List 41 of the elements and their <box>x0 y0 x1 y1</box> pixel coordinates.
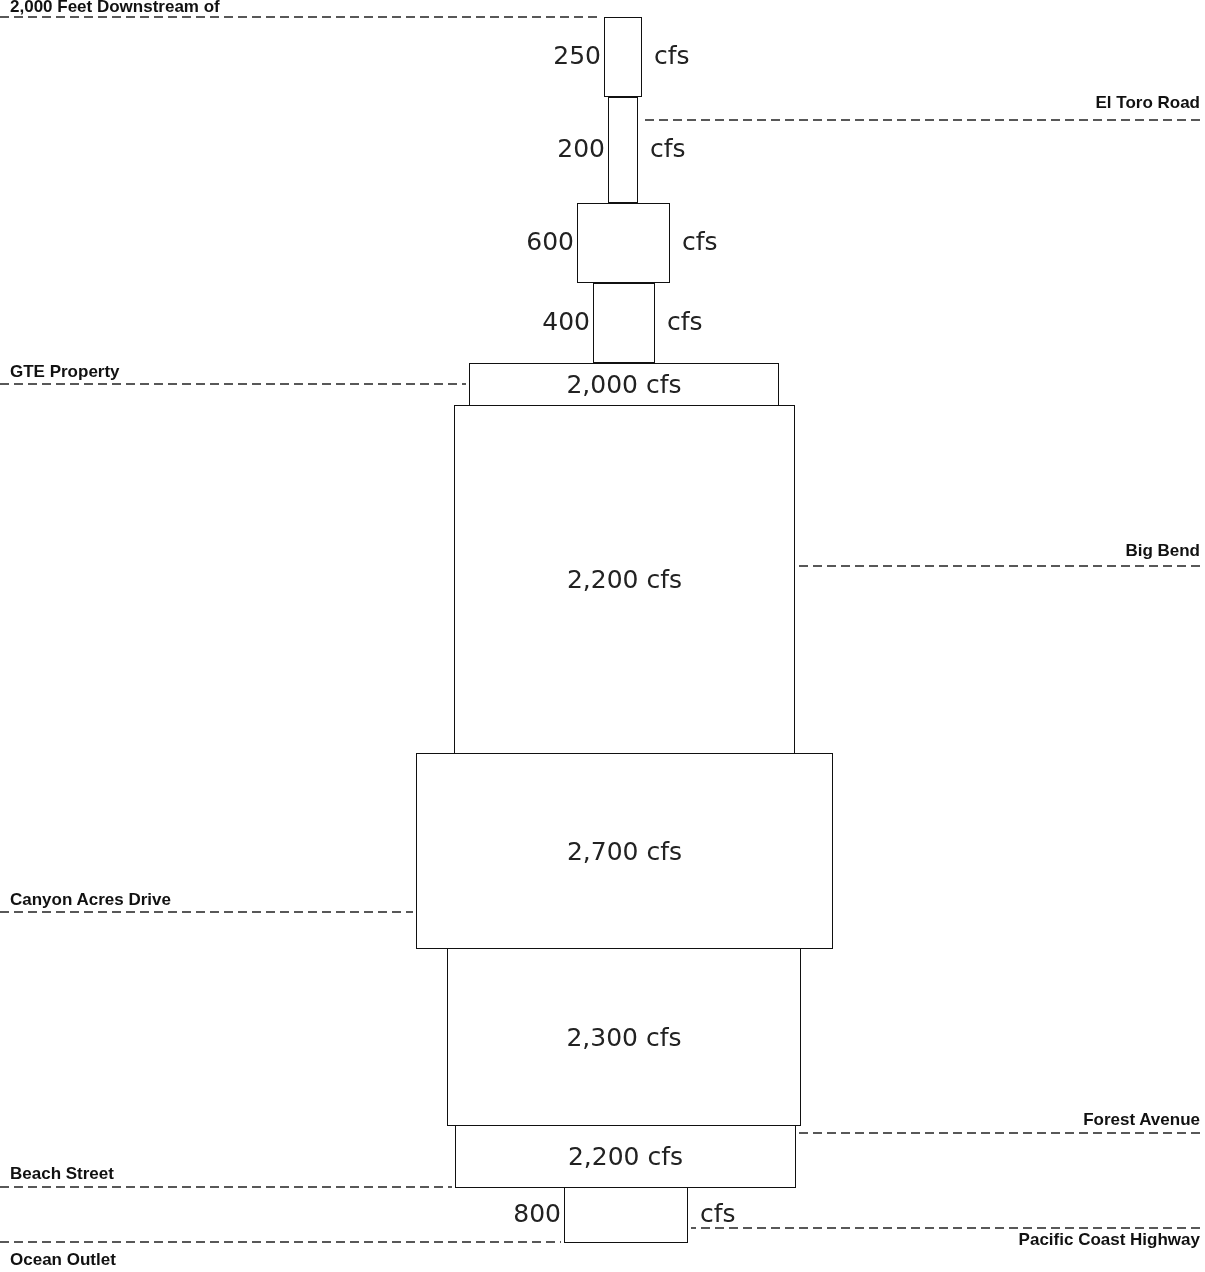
location-label: 2,000 Feet Downstream of <box>10 0 220 17</box>
location-label: Pacific Coast Highway <box>1018 1230 1200 1250</box>
location-label: Canyon Acres Drive <box>10 890 171 910</box>
unit-text: cfs <box>682 227 718 257</box>
flow-value-text: 200 <box>557 134 605 164</box>
leader-line <box>690 1227 1201 1229</box>
flow-capacity-text: 2,700 cfs <box>566 836 683 866</box>
leader-line <box>0 383 467 385</box>
location-label: GTE Property <box>10 362 120 382</box>
channel-segment-box <box>604 17 642 97</box>
flow-value-text: 400 <box>542 307 590 337</box>
location-label: Ocean Outlet <box>10 1250 116 1270</box>
flow-capacity-text: 2,200 cfs <box>566 565 683 594</box>
leader-line <box>797 565 1201 567</box>
channel-segment-box <box>455 1125 796 1188</box>
channel-segment-box <box>469 363 779 406</box>
location-label: Beach Street <box>10 1164 114 1184</box>
unit-text: cfs <box>654 41 690 71</box>
channel-segment-box <box>564 1187 688 1243</box>
channel-segment-box <box>593 283 655 363</box>
flow-value-text: 600 <box>526 227 574 257</box>
leader-line <box>798 1132 1201 1134</box>
channel-segment-box <box>416 753 833 949</box>
unit-text: cfs <box>700 1199 736 1229</box>
channel-segment-box <box>577 203 670 283</box>
flow-value-text: 800 <box>513 1199 561 1229</box>
channel-segment-box <box>608 97 638 203</box>
unit-text: cfs <box>667 307 703 337</box>
unit-text: cfs <box>650 134 686 164</box>
location-label: El Toro Road <box>1095 93 1200 113</box>
leader-line <box>0 911 414 913</box>
location-label: Forest Avenue <box>1083 1110 1200 1130</box>
flow-capacity-text: 2,000 cfs <box>566 370 682 399</box>
flow-capacity-text: 2,200 cfs <box>567 1142 684 1171</box>
leader-line <box>0 1241 562 1243</box>
channel-segment-box <box>447 948 801 1126</box>
leader-line <box>0 1186 453 1188</box>
flow-value-text: 250 <box>553 41 601 71</box>
channel-segment-box <box>454 405 795 754</box>
location-label: Big Bend <box>1125 541 1200 561</box>
flow-capacity-text: 2,300 cfs <box>566 1022 682 1052</box>
